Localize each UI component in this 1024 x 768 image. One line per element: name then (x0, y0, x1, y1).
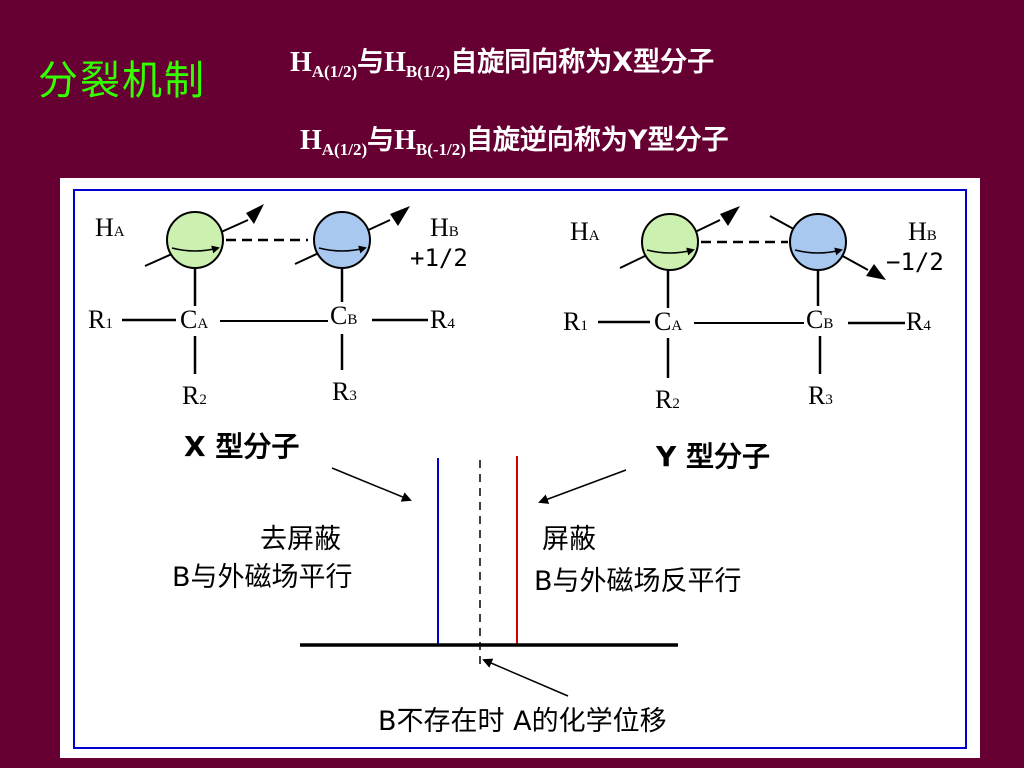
y-molecule-caption: Y 型分子 (655, 440, 770, 473)
connector-text: 与 (357, 47, 385, 78)
y-hb-sphere (789, 213, 847, 271)
ha-subscript: A(1/2) (311, 62, 358, 81)
note-to-shift-arrow (482, 658, 569, 697)
x-r1-label: R1 (88, 305, 113, 334)
y-ha-label: HA (570, 217, 600, 246)
diagram-canvas: HA HB +1/2 R1 CA CB R4 R2 R3 X 型分子 HA (73, 189, 967, 749)
x-molecule-caption: X 型分子 (184, 430, 299, 463)
y-ca-label: CA (654, 307, 682, 336)
diagram-frame (73, 189, 967, 749)
y-r4-label: R4 (906, 307, 931, 336)
ha-symbol: H (300, 125, 322, 156)
y-r1-label: R1 (563, 307, 588, 336)
connector-text: 与 (367, 125, 395, 156)
x-to-deshield-arrow (331, 467, 412, 502)
x-r4-label: R4 (430, 305, 455, 334)
spectrum-sketch: 去屏蔽 B与外磁场平行 屏蔽 B与外磁场反平行 B不存在时 A的化学位移 (172, 456, 742, 737)
x-hb-rotation (318, 245, 367, 254)
x-molecule: HA HB +1/2 R1 CA CB R4 R2 R3 X 型分子 (88, 204, 468, 463)
deshielding-label: 去屏蔽 (260, 524, 341, 555)
y-r3-label: R3 (808, 381, 833, 410)
diagram-panel: HA HB +1/2 R1 CA CB R4 R2 R3 X 型分子 HA (60, 178, 980, 758)
x-hb-spin-arrow (390, 206, 410, 226)
x-cb-label: CB (330, 301, 357, 330)
y-ha-sphere (641, 213, 699, 271)
definition-text: 自旋同向称为X型分子 (450, 47, 715, 78)
x-r2-label: R2 (182, 381, 207, 410)
reference-note: B不存在时 A的化学位移 (378, 706, 667, 737)
hb-symbol: H (394, 125, 416, 156)
y-molecule: HA HB −1/2 R1 CA CB R4 R2 R3 Y 型分子 (563, 206, 944, 473)
x-hb-label: HB (430, 213, 459, 242)
y-hb-spin-arrow (866, 264, 886, 280)
y-hb-spin: −1/2 (886, 248, 944, 276)
y-to-shield-arrow (538, 469, 627, 504)
y-ha-spin-arrow (720, 206, 740, 226)
y-hb-label: HB (908, 217, 937, 246)
ha-subscript: A(1/2) (321, 140, 368, 159)
y-type-definition: HA(1/2)与HB(-1/2)自旋逆向称为Y型分子 (300, 118, 729, 160)
x-ha-label: HA (95, 213, 125, 242)
y-r2-label: R2 (655, 385, 680, 414)
x-ca-label: CA (180, 305, 208, 334)
x-hb-spin: +1/2 (410, 244, 468, 272)
x-ha-sphere (166, 211, 224, 269)
parallel-desc: B与外磁场平行 (172, 562, 353, 593)
ha-symbol: H (290, 47, 312, 78)
hb-symbol: H (384, 47, 406, 78)
definition-text: 自旋逆向称为Y型分子 (465, 125, 729, 156)
x-type-definition: HA(1/2)与HB(1/2)自旋同向称为X型分子 (290, 40, 714, 82)
y-ha-rotation (646, 247, 695, 256)
shielding-label: 屏蔽 (542, 524, 596, 555)
antiparallel-desc: B与外磁场反平行 (534, 566, 742, 597)
x-hb-sphere (313, 211, 371, 269)
x-r3-label: R3 (332, 377, 357, 406)
hb-subscript: B(-1/2) (415, 140, 466, 159)
hb-subscript: B(1/2) (405, 62, 451, 81)
x-ha-spin-arrow (246, 204, 264, 224)
y-cb-label: CB (806, 305, 833, 334)
slide-title: 分裂机制 (38, 58, 206, 104)
x-ha-rotation (171, 245, 220, 254)
y-hb-rotation (794, 247, 843, 256)
